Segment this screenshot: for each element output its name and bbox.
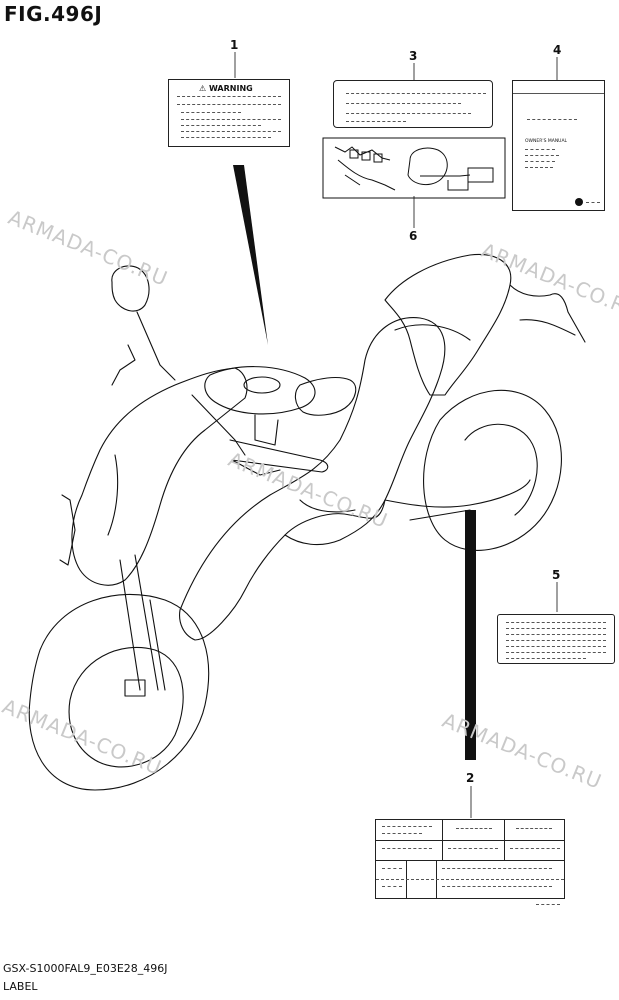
label-3 xyxy=(333,80,493,128)
fuel-tank xyxy=(294,376,357,416)
warning-heading-text: WARNING xyxy=(208,84,253,93)
front-wheel xyxy=(28,593,210,791)
label-2 xyxy=(375,819,565,899)
figure-title: FIG.496J xyxy=(4,2,103,26)
pointer-2 xyxy=(465,510,476,760)
label-2-partno xyxy=(536,904,560,905)
label-6-card xyxy=(322,137,506,199)
callout-5: 5 xyxy=(552,568,561,582)
callout-6: 6 xyxy=(409,229,418,243)
warning-triangle-icon: ⚠ xyxy=(199,84,207,93)
rear-wheel xyxy=(423,389,562,551)
pointer-1 xyxy=(233,165,268,345)
section-label: LABEL xyxy=(3,980,38,993)
warning-heading: ⚠ WARNING xyxy=(199,84,253,93)
logo-icon xyxy=(575,198,583,206)
front-fairing xyxy=(71,367,248,586)
figure-code: GSX-S1000FAL9_E03E28_496J xyxy=(3,962,168,975)
side-cowl xyxy=(179,317,446,641)
label-4-owners-manual: OWNER'S MANUAL xyxy=(512,80,605,211)
callout-2: 2 xyxy=(466,771,475,785)
callout-3: 3 xyxy=(409,49,418,63)
mirror xyxy=(111,265,150,312)
callout-1: 1 xyxy=(230,38,239,52)
seat-tail xyxy=(384,253,512,396)
callout-4: 4 xyxy=(553,43,562,57)
label-1-warning: ⚠ WARNING xyxy=(168,79,290,147)
owners-manual-heading: OWNER'S MANUAL xyxy=(525,139,568,144)
label-5 xyxy=(497,614,615,664)
